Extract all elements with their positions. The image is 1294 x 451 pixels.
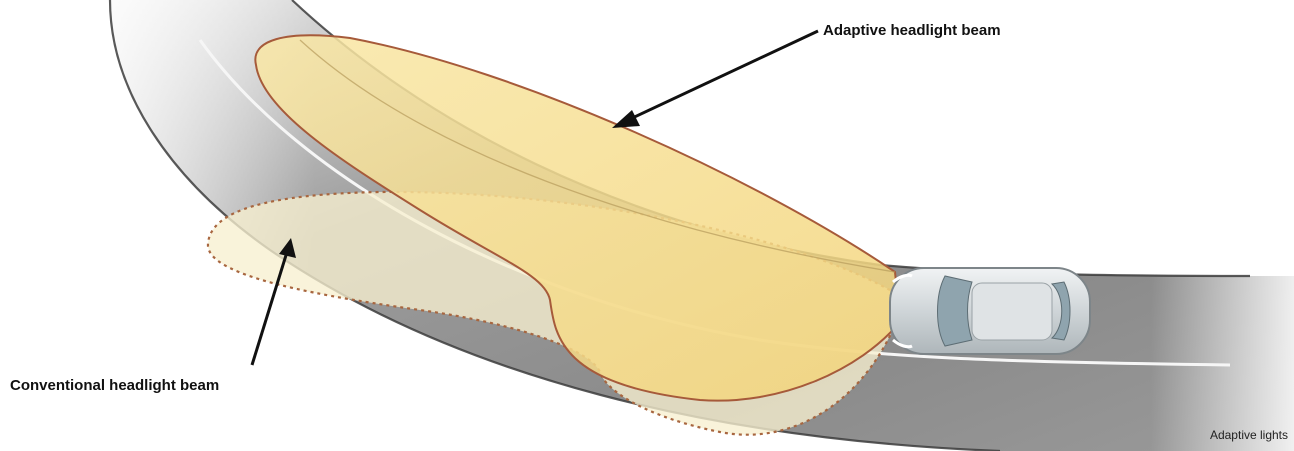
figure-caption: Adaptive lights [1210,428,1288,442]
car [890,268,1090,354]
conventional-beam-label: Conventional headlight beam [10,377,219,394]
adaptive-beam-label: Adaptive headlight beam [823,22,1001,39]
